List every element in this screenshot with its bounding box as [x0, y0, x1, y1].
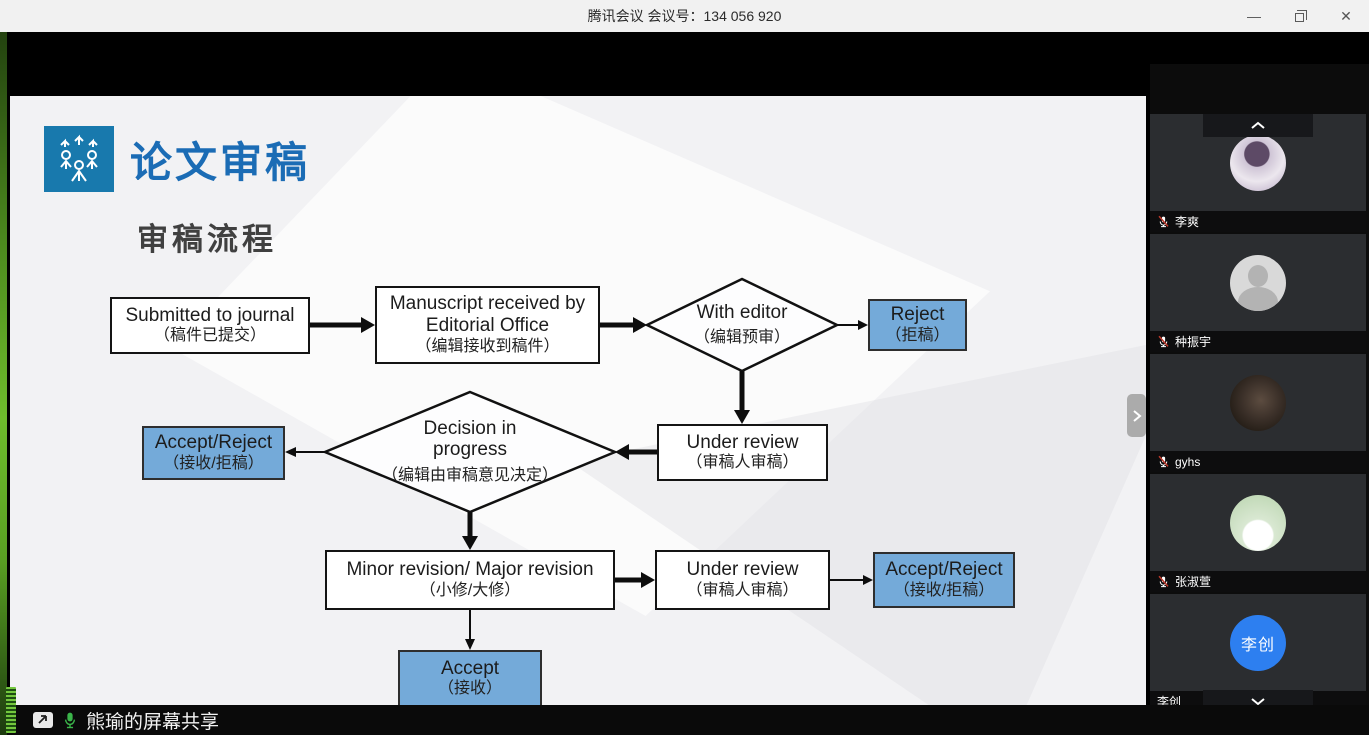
node-text-zh: （小修/大修） — [419, 581, 521, 599]
maximize-button[interactable] — [1277, 0, 1323, 32]
muted-mic-icon — [1158, 455, 1169, 468]
node-text-zh: （拒稿） — [885, 326, 950, 344]
avatar — [1230, 374, 1286, 431]
window-controls: — ✕ — [1231, 0, 1369, 32]
node-text-zh: （编辑预审） — [693, 329, 790, 347]
node-reject: Reject （拒稿） — [868, 299, 967, 351]
node-text-zh: （编辑由审稿意见决定） — [381, 466, 558, 484]
restore-icon — [1294, 10, 1307, 22]
muted-mic-icon — [1158, 215, 1169, 228]
brand-title: 论文审稿 — [130, 138, 311, 186]
default-avatar-icon — [1248, 264, 1268, 287]
participant-tile[interactable]: 李爽 — [1150, 114, 1366, 232]
brand-logo-icon — [44, 126, 114, 192]
participant-tile[interactable]: 种振宇 — [1150, 234, 1366, 352]
node-text-en: With editor — [696, 301, 788, 323]
avatar-initials: 李创 — [1240, 636, 1275, 654]
node-accept-reject-1: Accept/Reject （接收/拒稿） — [142, 426, 285, 480]
muted-mic-icon — [1158, 575, 1169, 588]
node-text-zh: （接收/拒稿） — [893, 581, 995, 599]
participant-name: 种振宇 — [1175, 335, 1212, 349]
node-text-en: Decision in progress — [423, 418, 517, 460]
node-text-zh: （接收） — [437, 680, 502, 698]
participant-tile[interactable]: gyhs — [1150, 354, 1366, 472]
node-minor-major-revision: Minor revision/ Major revision （小修/大修） — [325, 550, 615, 610]
node-text-en: Minor revision/ Major revision — [346, 559, 594, 581]
desktop-wallpaper-strip — [0, 32, 7, 735]
node-under-review-1: Under review （审稿人审稿） — [657, 424, 828, 481]
participants-sidebar: 李爽 种 — [1150, 64, 1369, 735]
sidebar-collapse-button[interactable] — [1203, 114, 1313, 137]
node-text-zh: （编辑接收到稿件） — [415, 337, 560, 355]
node-text-en: Under review — [686, 559, 799, 581]
node-text-en: Under review — [686, 431, 799, 453]
node-received: Manuscript received by Editorial Office … — [375, 286, 600, 364]
slide-heading: 审稿流程 — [137, 222, 277, 257]
taskbar-sliver — [6, 687, 16, 733]
participant-name: 张淑萱 — [1175, 575, 1212, 589]
participant-name: gyhs — [1175, 454, 1201, 469]
muted-mic-icon — [1158, 335, 1169, 348]
screen-share-icon — [33, 712, 53, 728]
node-text-en: Accept/Reject — [154, 432, 273, 454]
node-text-zh: （审稿人审稿） — [686, 581, 799, 599]
node-text-zh: （审稿人审稿） — [686, 454, 799, 472]
avatar — [1230, 254, 1286, 311]
close-icon: ✕ — [1340, 7, 1352, 24]
node-accept: Accept （接收） — [398, 650, 542, 707]
avatar — [1230, 494, 1286, 551]
titlebar: 腾讯会议 会议号：134 056 920 — ✕ — [0, 0, 1369, 32]
node-text-en: Submitted to journal — [125, 304, 295, 326]
share-status-text: 熊瑜的屏幕共享 — [86, 711, 220, 733]
flowchart: Submitted to journal （稿件已提交） Manuscript … — [10, 96, 1146, 735]
participant-name-bar: 张淑萱 — [1150, 571, 1366, 592]
shared-screen: 论文审稿 审稿流程 — [10, 96, 1146, 735]
participant-name-bar: gyhs — [1150, 451, 1366, 472]
brand: 论文审稿 — [44, 126, 310, 192]
node-text-en: Accept/Reject — [885, 559, 1003, 581]
participant-name-bar: 种振宇 — [1150, 331, 1366, 352]
node-text-zh: （稿件已提交） — [153, 327, 266, 345]
participant-name-bar: 李爽 — [1150, 211, 1366, 232]
minimize-button[interactable]: — — [1231, 0, 1277, 32]
node-accept-reject-2: Accept/Reject （接收/拒稿） — [873, 552, 1015, 608]
node-text-en: Reject — [890, 304, 945, 326]
screenshare-statusbar: 熊瑜的屏幕共享 — [0, 705, 1369, 735]
minimize-icon: — — [1247, 8, 1261, 24]
diamond-with-editor: With editor （编辑预审） — [652, 294, 832, 356]
avatar: 李创 — [1230, 614, 1286, 671]
node-under-review-2: Under review （审稿人审稿） — [655, 550, 830, 610]
meeting-main-area: 论文审稿 审稿流程 — [0, 32, 1369, 735]
chevron-up-icon — [1251, 121, 1265, 129]
flowchart-connectors — [285, 277, 873, 650]
chevron-right-icon — [1132, 409, 1142, 422]
sidebar-expand-button[interactable] — [1127, 394, 1146, 437]
participant-name: 李爽 — [1175, 215, 1200, 229]
avatar — [1230, 134, 1286, 191]
mic-active-icon — [64, 712, 76, 728]
meeting-title: 腾讯会议 会议号：134 056 920 — [587, 8, 782, 24]
node-submitted: Submitted to journal （稿件已提交） — [110, 297, 310, 354]
close-button[interactable]: ✕ — [1323, 0, 1369, 32]
diamond-decision-in-progress: Decision in progress （编辑由审稿意见决定） — [350, 406, 590, 498]
chevron-down-icon — [1251, 698, 1265, 706]
node-text-en: Accept — [440, 657, 500, 679]
node-text-zh: （接收/拒稿） — [163, 454, 264, 472]
participant-tile[interactable]: 张淑萱 — [1150, 474, 1366, 592]
node-text-en: Manuscript received by Editorial Office — [389, 293, 586, 336]
